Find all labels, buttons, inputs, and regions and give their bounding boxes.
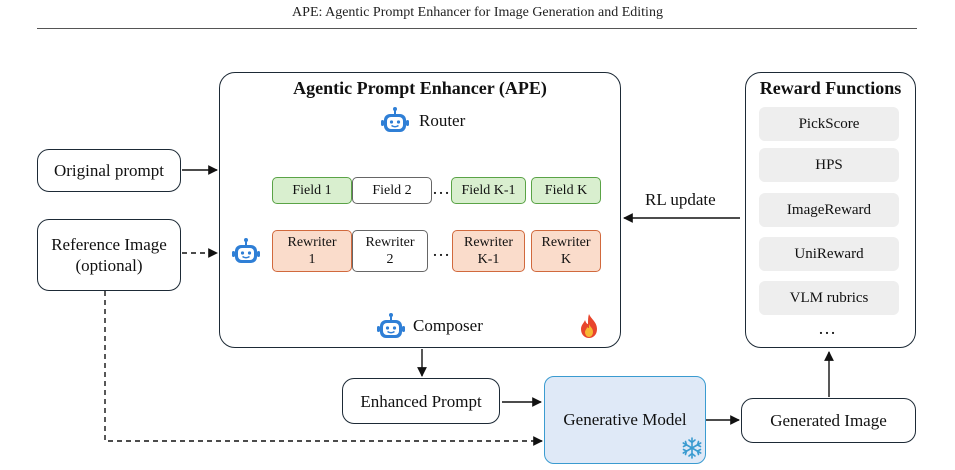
ape-title: Agentic Prompt Enhancer (APE) (293, 78, 547, 98)
reward-item: HPS (759, 148, 899, 182)
rewriter-k-index: K (560, 252, 572, 267)
generative-model-label: Generative Model (563, 410, 687, 429)
generative-model-box: Generative Model (544, 376, 706, 464)
reward-hps-label: HPS (815, 156, 843, 173)
rewriter-k-1-label: Rewriter (464, 235, 513, 250)
field-1-label: Field 1 (292, 182, 332, 198)
header-rule (37, 28, 917, 29)
rl-update-label: RL update (645, 190, 716, 209)
page-header: APE: Agentic Prompt Enhancer for Image G… (292, 5, 663, 20)
enhanced-prompt-box: Enhanced Prompt (342, 378, 500, 424)
field-ellipsis: … (432, 178, 450, 198)
reward-vlm-rubrics-label: VLM rubrics (789, 289, 869, 306)
rewriter-1-label: Rewriter (287, 235, 337, 250)
generated-image-box: Generated Image (741, 398, 916, 443)
rewriter-ellipsis: … (432, 240, 450, 260)
original-prompt-label: Original prompt (53, 161, 164, 180)
enhanced-prompt-label: Enhanced Prompt (360, 391, 482, 411)
rewriter-robot-icon (232, 238, 260, 263)
reward-item: VLM rubrics (759, 281, 899, 315)
original-prompt-box: Original prompt (37, 149, 181, 192)
field-1: Field 1 (272, 177, 352, 204)
reward-item: ImageReward (759, 193, 899, 227)
rewriter-2-label: Rewriter (365, 235, 415, 250)
generated-image-label: Generated Image (770, 411, 887, 430)
field-2: Field 2 (352, 177, 432, 204)
rewriter-2: Rewriter 2 (352, 230, 428, 272)
router-robot-icon (381, 107, 409, 132)
reward-ellipsis: … (818, 318, 836, 338)
router-label: Router (419, 111, 466, 130)
field-2-label: Field 2 (372, 182, 412, 198)
reward-functions-title: Reward Functions (759, 78, 902, 98)
reference-image-box: Reference Image (optional) (37, 219, 181, 291)
composer-label: Composer (413, 316, 483, 335)
field-k-1-label: Field K-1 (461, 182, 516, 198)
rewriter-k-label: Rewriter (541, 235, 591, 250)
fire-icon (581, 314, 597, 338)
reward-pickscore-label: PickScore (798, 115, 860, 132)
reward-unireward-label: UniReward (794, 245, 864, 262)
field-k-1: Field K-1 (451, 177, 526, 204)
snowflake-icon (682, 437, 702, 459)
reward-item: UniReward (759, 237, 899, 271)
composer-robot-icon (377, 313, 405, 338)
ape-container (219, 72, 621, 348)
rewriter-1: Rewriter 1 (272, 230, 352, 272)
rewriter-k: Rewriter K (531, 230, 601, 272)
rewriter-k-1-index: K-1 (477, 252, 500, 267)
reference-to-model-arrow (104, 291, 543, 446)
reward-item: PickScore (759, 107, 899, 141)
rewriter-2-index: 2 (386, 252, 394, 267)
reward-imagereward-label: ImageReward (786, 201, 872, 218)
field-k-label: Field K (544, 182, 588, 198)
reference-image-label: Reference Image (51, 235, 167, 254)
rewriter-1-index: 1 (308, 252, 316, 267)
field-k: Field K (531, 177, 601, 204)
rewriter-k-1: Rewriter K-1 (452, 230, 525, 272)
reference-image-optional: (optional) (75, 256, 143, 275)
